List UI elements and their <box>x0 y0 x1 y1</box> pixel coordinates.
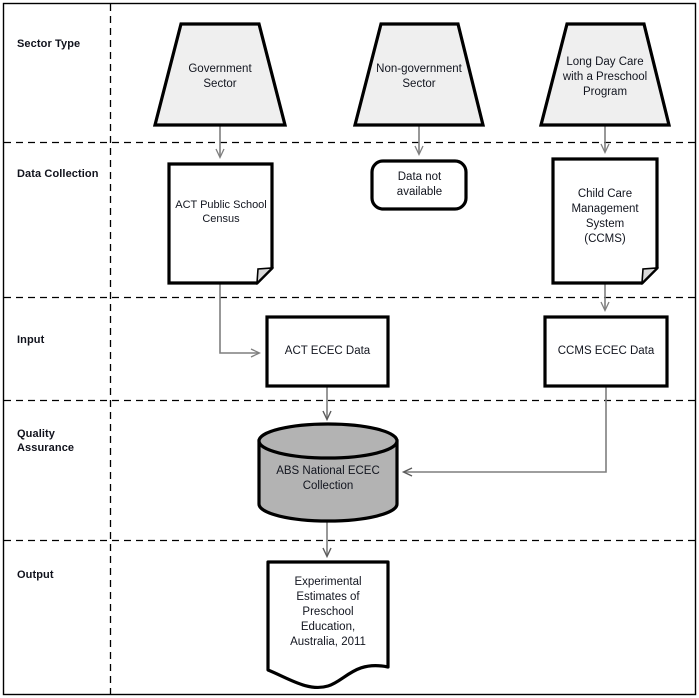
lane-label-output: Output <box>17 569 54 581</box>
node-act-public-school-census[interactable] <box>167 162 274 285</box>
node-ccms-fold <box>641 267 660 286</box>
node-ccms[interactable] <box>551 157 659 285</box>
node-data-not-available[interactable] <box>370 159 468 211</box>
lane-label-sector-type: Sector Type <box>17 38 81 50</box>
node-non-government-sector[interactable] <box>352 22 486 127</box>
lane-label-input: Input <box>17 334 45 346</box>
node-long-day-care[interactable] <box>538 22 672 127</box>
node-government-sector[interactable] <box>152 22 288 127</box>
connector-ccms-ecec-to-collection <box>401 386 607 477</box>
node-abs-national-collection-top <box>257 422 399 460</box>
connector-census-to-act-ecec <box>219 283 262 358</box>
node-act-ecec-data[interactable] <box>265 315 390 388</box>
node-act-public-school-census-fold <box>256 267 275 286</box>
lane-label-quality-assurance: Quality Assurance <box>17 428 75 454</box>
node-experimental-estimates[interactable] <box>266 560 390 689</box>
lane-label-data-collection: Data Collection <box>17 168 99 180</box>
node-abs-national-collection-body[interactable] <box>257 439 399 523</box>
node-ccms-ecec-data[interactable] <box>543 315 669 388</box>
